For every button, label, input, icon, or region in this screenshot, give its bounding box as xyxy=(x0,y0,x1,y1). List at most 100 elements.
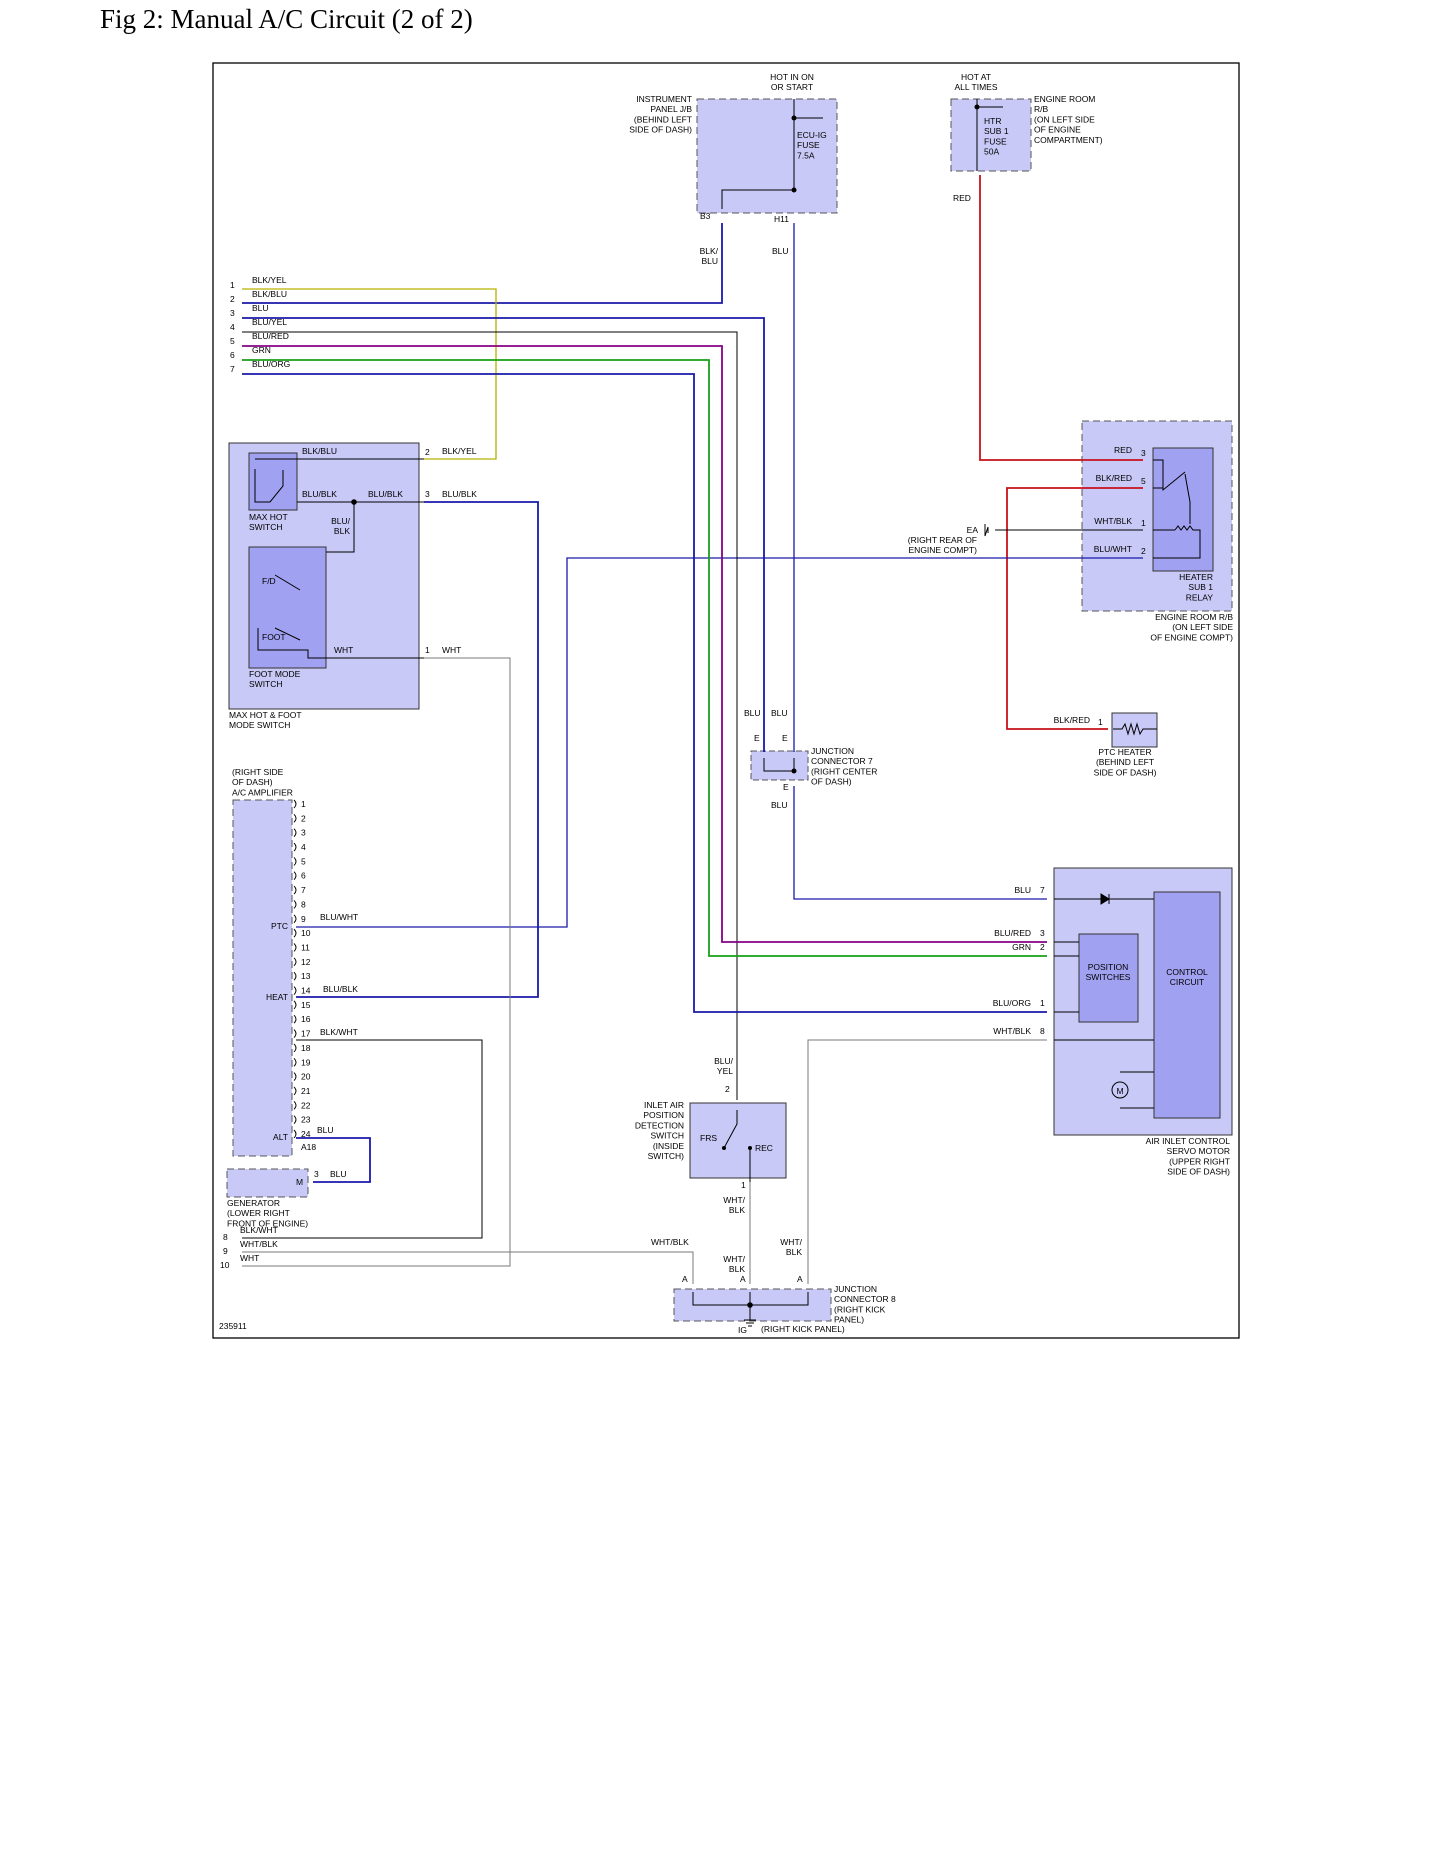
amp-pin-18: 18 xyxy=(301,1043,311,1053)
relay-pin5: 5 xyxy=(1141,476,1146,486)
servo-blured: BLU/RED xyxy=(994,928,1031,938)
amp-pin-connector xyxy=(293,885,297,895)
inlet-whtblk: WHT/BLK xyxy=(723,1195,745,1215)
jc8-a-2: A xyxy=(740,1274,746,1284)
amp-pin-connector xyxy=(293,1100,297,1110)
max-hot-pin1: 1 xyxy=(425,645,430,655)
wire-5-number: 5 xyxy=(230,336,235,346)
amp-pin-1: 1 xyxy=(301,799,306,809)
ptc-heater-box xyxy=(1111,712,1158,748)
max-hot-pin3: 3 xyxy=(425,489,430,499)
position-switches-inner xyxy=(1078,933,1139,1023)
diode-icon xyxy=(1100,893,1110,905)
wire-alt-gen xyxy=(296,1137,371,1183)
bottom-8: 8 xyxy=(223,1232,228,1242)
jc7-e-2: E xyxy=(782,733,788,743)
heat-pin-label: HEAT xyxy=(266,992,288,1002)
wire-4-bluyel xyxy=(242,331,738,1100)
amp-pin-5: 5 xyxy=(301,856,306,866)
blk-blu-top-label: BLK/BLU xyxy=(700,246,719,266)
motor-icon xyxy=(1111,1081,1129,1099)
amp-pin-connector xyxy=(293,857,297,866)
inlet-air-switch-box xyxy=(689,1102,787,1179)
components xyxy=(226,98,1233,1322)
wire-5-blured xyxy=(242,345,1047,943)
servo-bluorg: BLU/ORG xyxy=(993,998,1031,1008)
amp-pin-connector xyxy=(293,814,297,823)
wire-5-color: BLU/RED xyxy=(252,331,289,341)
amp-pin-11: 11 xyxy=(301,942,310,952)
servo-whtblk: WHT/BLK xyxy=(993,1026,1031,1036)
amp-pin-17: 17 xyxy=(301,1029,311,1039)
generator-box xyxy=(226,1168,309,1198)
wire-3-number: 3 xyxy=(230,308,235,318)
amp-pin-connector xyxy=(293,900,297,909)
jc8-a-3: A xyxy=(797,1274,803,1284)
amp-pin-3: 3 xyxy=(301,828,306,838)
amp-pin-connector xyxy=(293,943,297,952)
wire-bluwht-relay xyxy=(296,557,1143,928)
amp-pin-connector xyxy=(293,1014,297,1024)
generator-pin: 3 xyxy=(314,1169,319,1179)
foot-internal-3 xyxy=(274,627,301,641)
max-hot-blu-blk: BLU/BLK xyxy=(331,516,351,536)
servo-pin2: 2 xyxy=(1040,942,1045,952)
wire-7-color: BLU/ORG xyxy=(252,359,290,369)
h11-label: H11 xyxy=(774,214,789,224)
control-circuit-inner xyxy=(1153,891,1221,1119)
relay-red: RED xyxy=(1114,445,1132,455)
bottom-wht: WHT xyxy=(240,1253,259,1263)
amp-pin-15: 15 xyxy=(301,1000,311,1010)
maxhot-internal-2 xyxy=(254,469,284,503)
alt-pin-label: ALT xyxy=(273,1132,288,1142)
bottom-10: 10 xyxy=(220,1260,230,1270)
blu-top-label: BLU xyxy=(772,246,789,256)
foot-wht-2: WHT xyxy=(442,645,461,655)
wires xyxy=(242,175,1143,1284)
amp-pin-connector xyxy=(293,799,297,809)
jc7-blu-2: BLU xyxy=(771,708,788,718)
jc7-e-3: E xyxy=(783,782,789,792)
max-hot-blublk-3: BLU/BLK xyxy=(442,489,477,499)
internals xyxy=(254,99,1201,1320)
wire-blkblu-b3 xyxy=(242,223,723,304)
foot-internal-2 xyxy=(274,574,301,591)
amp-blublk: BLU/BLK xyxy=(323,984,358,994)
amp-pin-connector xyxy=(293,842,297,852)
foot-mode-switch-inner xyxy=(248,546,327,669)
wire-blkred-ptc xyxy=(1006,487,1143,730)
wire-4-color: BLU/YEL xyxy=(252,317,287,327)
rec-label: REC xyxy=(755,1143,773,1153)
amp-pin-13: 13 xyxy=(301,971,311,981)
amp-pin-connector xyxy=(293,1029,297,1038)
amp-blu: BLU xyxy=(317,1125,334,1135)
relay-pin3: 3 xyxy=(1141,448,1146,458)
jc7-box xyxy=(750,750,809,781)
instrument-panel-jb-box xyxy=(696,98,838,214)
amp-pin-24: 24 xyxy=(301,1129,311,1139)
ecu-fuse-line xyxy=(721,99,795,209)
foot-label: FOOT xyxy=(262,632,286,642)
amp-pin-2: 2 xyxy=(301,813,306,823)
ig-location: (RIGHT KICK PANEL) xyxy=(761,1324,845,1334)
servo-pin7: 7 xyxy=(1040,885,1045,895)
